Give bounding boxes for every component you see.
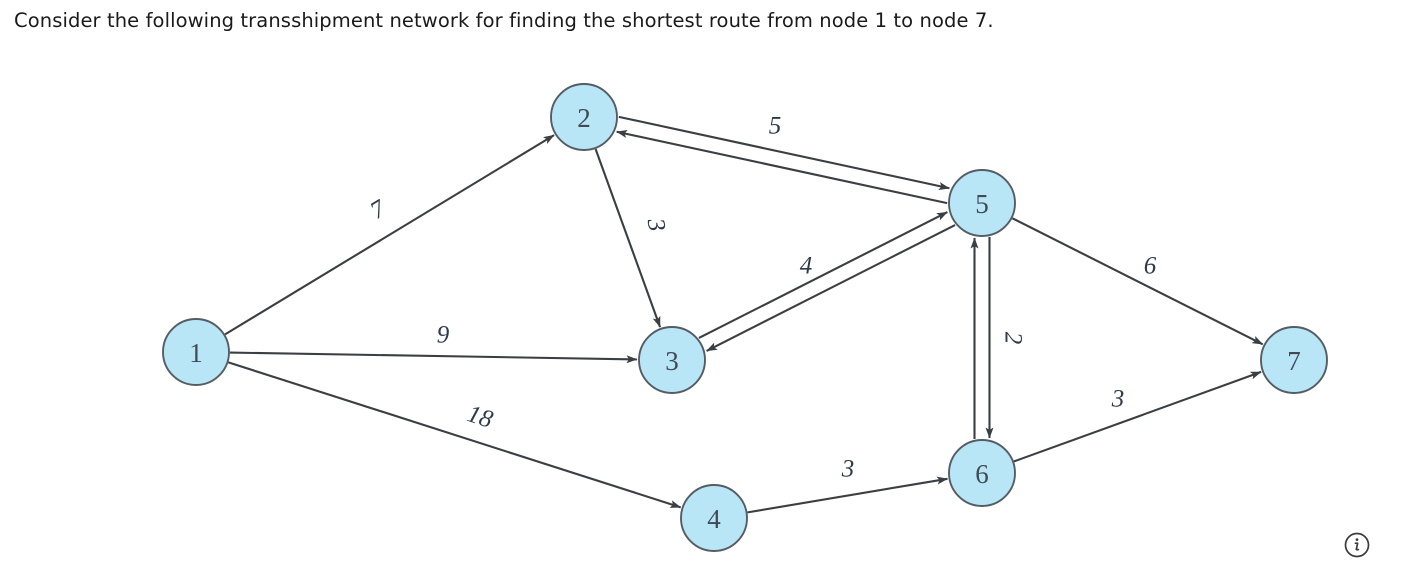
edge-1-to-3 xyxy=(229,351,638,364)
node-circle-5 xyxy=(948,169,1016,237)
node-circle-1 xyxy=(162,318,230,386)
node-label-2: 2 xyxy=(577,103,591,133)
edge-5-to-3 xyxy=(706,224,956,352)
edge-5-to-2 xyxy=(616,130,948,205)
node-6[interactable]: 6 xyxy=(948,439,1016,507)
node-1[interactable]: 1 xyxy=(162,318,230,386)
node-label-5: 5 xyxy=(975,189,989,219)
nodes-layer: 1 2 3 4 5 6 7 xyxy=(162,83,1328,552)
edges-layer xyxy=(224,115,1264,514)
node-label-4: 4 xyxy=(707,504,721,534)
node-label-6: 6 xyxy=(975,459,989,489)
edge-4-to-6 xyxy=(747,476,948,514)
edge-weight-5-7: 6 xyxy=(1144,253,1157,280)
edge-weight-1-4: 18 xyxy=(464,400,497,434)
page-title: Consider the following transshipment net… xyxy=(14,9,994,32)
info-circle-icon[interactable] xyxy=(1343,531,1371,559)
node-label-7: 7 xyxy=(1287,346,1301,376)
edge-1-to-4 xyxy=(228,361,682,509)
edge-weights-layer: 7 9 18 3 5 4 6 2 3 3 xyxy=(366,113,1157,483)
edge-weight-2-3: 3 xyxy=(641,216,670,234)
edge-3-to-5 xyxy=(698,211,948,339)
node-label-1: 1 xyxy=(189,338,203,368)
edge-6-to-7 xyxy=(1013,370,1262,463)
node-2[interactable]: 2 xyxy=(550,83,618,151)
node-circle-7 xyxy=(1260,326,1328,394)
edge-weight-5-6: 2 xyxy=(1000,332,1027,345)
edge-weight-6-7: 3 xyxy=(1111,386,1125,413)
node-5[interactable]: 5 xyxy=(948,169,1016,237)
node-3[interactable]: 3 xyxy=(638,326,706,394)
edge-2-to-5 xyxy=(618,115,950,190)
node-circle-6 xyxy=(948,439,1016,507)
node-7[interactable]: 7 xyxy=(1260,326,1328,394)
edge-2-to-3 xyxy=(594,148,662,328)
node-4[interactable]: 4 xyxy=(680,484,748,552)
node-circle-3 xyxy=(638,326,706,394)
edge-weight-1-3: 9 xyxy=(437,322,450,349)
edge-weight-1-2: 7 xyxy=(366,194,392,224)
edge-weight-2-5: 5 xyxy=(769,113,782,140)
edge-weight-3-5: 4 xyxy=(800,253,813,280)
edge-5-to-7 xyxy=(1011,217,1264,346)
node-circle-2 xyxy=(550,83,618,151)
node-label-3: 3 xyxy=(665,346,679,376)
node-circle-4 xyxy=(680,484,748,552)
edge-1-to-2 xyxy=(224,134,555,336)
edge-weight-4-6: 3 xyxy=(841,456,855,483)
